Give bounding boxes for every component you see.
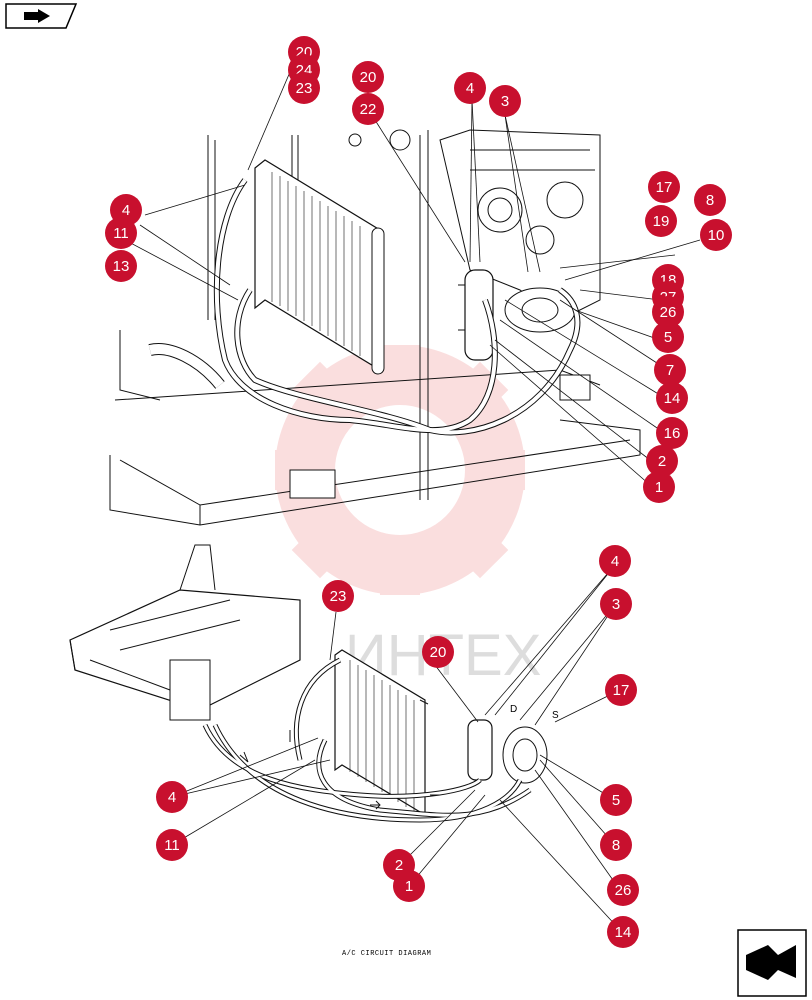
bottom-callout-20: 20 — [422, 636, 454, 668]
top-callout-3: 3 — [489, 85, 521, 117]
bottom-callout-label: 14 — [615, 924, 632, 941]
top-callout-label: 2 — [658, 453, 666, 470]
top-callout-label: 5 — [664, 329, 672, 346]
top-callout-label: 23 — [296, 80, 313, 97]
top-callout-label: 4 — [466, 80, 474, 97]
next-page-icon[interactable] — [737, 929, 807, 997]
bottom-callout-4: 4 — [156, 781, 188, 813]
top-callout-4: 4 — [454, 72, 486, 104]
top-callout-19: 19 — [645, 205, 677, 237]
top-callout-label: 26 — [660, 304, 677, 321]
top-callout-10: 10 — [700, 219, 732, 251]
top-callout-2: 2 — [646, 445, 678, 477]
bottom-callout-23: 23 — [322, 580, 354, 612]
bottom-callout-5: 5 — [600, 784, 632, 816]
top-callout-label: 16 — [664, 425, 681, 442]
bottom-callout-label: 5 — [612, 792, 620, 809]
top-callout-label: 3 — [501, 93, 509, 110]
bottom-callout-label: 11 — [164, 837, 180, 854]
bottom-callout-label: 17 — [613, 682, 630, 699]
bottom-callout-14: 14 — [607, 916, 639, 948]
bottom-callout-11: 11 — [156, 829, 188, 861]
bottom-callout-label: 3 — [612, 596, 620, 613]
top-callout-label: 11 — [113, 225, 129, 242]
top-callout-label: 8 — [706, 192, 714, 209]
bottom-callout-26: 26 — [607, 874, 639, 906]
top-callout-14: 14 — [656, 382, 688, 414]
top-callout-20: 20 — [352, 61, 384, 93]
bottom-callout-label: 1 — [405, 878, 413, 895]
top-callout-label: 19 — [653, 213, 670, 230]
top-callout-5: 5 — [652, 321, 684, 353]
top-callout-23: 23 — [288, 72, 320, 104]
top-callout-label: 1 — [655, 479, 663, 496]
top-callout-label: 13 — [113, 258, 130, 275]
bottom-callout-label: 4 — [611, 553, 619, 570]
top-callout-label: 7 — [666, 362, 674, 379]
top-callout-11: 11 — [105, 217, 137, 249]
top-callout-label: 10 — [708, 227, 725, 244]
bottom-callout-label: 26 — [615, 882, 632, 899]
top-callout-22: 22 — [352, 93, 384, 125]
top-leader-lines — [124, 71, 701, 486]
bottom-callout-label: 20 — [430, 644, 447, 661]
top-callout-label: 20 — [360, 69, 377, 86]
bottom-callout-8: 8 — [600, 829, 632, 861]
top-callout-13: 13 — [105, 250, 137, 282]
bottom-callout-3: 3 — [600, 588, 632, 620]
bottom-callout-17: 17 — [605, 674, 637, 706]
callout-layer: 2024232022434111317198101827265714162123… — [105, 36, 732, 948]
diagram-caption: A/C CIRCUIT DIAGRAM — [342, 950, 431, 958]
nav-arrow-icon[interactable] — [5, 3, 78, 29]
top-callout-7: 7 — [654, 354, 686, 386]
bottom-callout-label: 2 — [395, 857, 403, 874]
bottom-callout-label: 23 — [330, 588, 347, 605]
top-callout-16: 16 — [656, 417, 688, 449]
suction-port-label: S — [552, 710, 559, 721]
top-callout-17: 17 — [648, 171, 680, 203]
top-machine-view — [109, 129, 641, 526]
top-callout-8: 8 — [694, 184, 726, 216]
bottom-callout-label: 8 — [612, 837, 620, 854]
discharge-port-label: D — [510, 704, 517, 715]
bottom-leader-lines — [171, 564, 621, 931]
top-callout-label: 14 — [664, 390, 681, 407]
bottom-callout-label: 4 — [168, 789, 176, 806]
top-callout-label: 22 — [360, 101, 377, 118]
bottom-callout-4: 4 — [599, 545, 631, 577]
bottom-callout-1: 1 — [393, 870, 425, 902]
top-callout-26: 26 — [652, 296, 684, 328]
top-callout-1: 1 — [643, 471, 675, 503]
top-callout-label: 17 — [656, 179, 673, 196]
top-callout-label: 4 — [122, 202, 130, 219]
